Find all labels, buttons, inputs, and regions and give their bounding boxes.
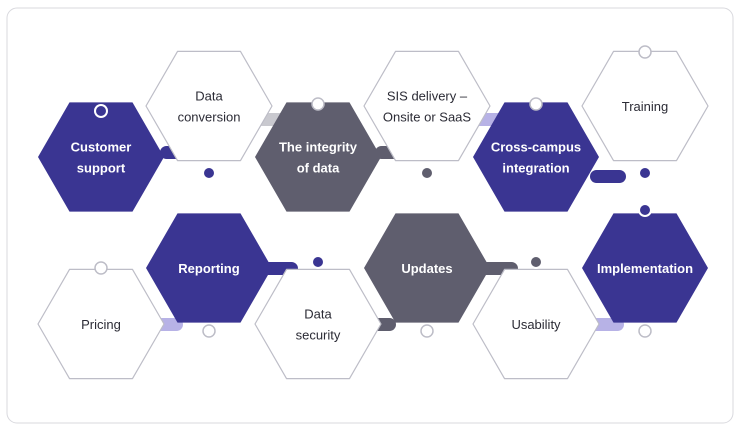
hexagon-shape <box>255 102 381 212</box>
hexagon-label: Updates <box>401 261 452 276</box>
hexagon-data-security: Data security <box>254 268 382 380</box>
hexagon-data-conversion: Data conversion <box>145 50 273 162</box>
hexagon-label: Pricing <box>81 317 121 332</box>
hexagon-label: integration <box>502 161 569 176</box>
hexagon-integrity-of-data: The integrity of data <box>255 102 381 212</box>
hexagon-label: of data <box>297 161 340 176</box>
hexagon-label: Data <box>195 89 223 104</box>
hexagon-label: Onsite or SaaS <box>383 110 471 125</box>
hexagon-shape <box>363 50 491 162</box>
hexagon-implementation: Implementation <box>582 213 708 323</box>
hexagon-shape <box>146 213 272 323</box>
hexagon-shape <box>581 50 709 162</box>
hexagon-shape <box>364 213 490 323</box>
connector-dot <box>96 106 106 116</box>
hexagon-label: Data <box>304 307 332 322</box>
connector-dot-hollow <box>94 261 108 275</box>
connector-dot <box>640 168 650 178</box>
hexagon-usability: Usability <box>472 268 600 380</box>
connector-dot-hollow <box>638 45 652 59</box>
hexagon-customer-support: Customer support <box>38 102 164 212</box>
connector-dot <box>531 257 541 267</box>
hexagon-pricing: Pricing <box>37 268 165 380</box>
connector-dot <box>422 168 432 178</box>
hexagon-label: conversion <box>178 110 241 125</box>
hexagon-reporting: Reporting <box>146 213 272 323</box>
hexagon-shape <box>582 213 708 323</box>
connector-dots <box>94 45 652 338</box>
hexagon-shape <box>38 102 164 212</box>
connector-dot-hollow <box>638 324 652 338</box>
hexagon-shape <box>145 50 273 162</box>
connector-dot-hollow <box>420 324 434 338</box>
connector-dot <box>313 257 323 267</box>
hexagon-label: support <box>77 161 126 176</box>
hexagon-label: The integrity <box>279 140 358 155</box>
hexagon-shape <box>254 268 382 380</box>
connector-dot <box>640 205 650 215</box>
connector-dot-hollow <box>311 97 325 111</box>
connector-dot-hollow <box>202 324 216 338</box>
connector-dot <box>204 168 214 178</box>
hexagon-label: Reporting <box>178 261 239 276</box>
hexagon-label: Implementation <box>597 261 693 276</box>
hexagon-shape <box>472 268 600 380</box>
hexagon-label: Training <box>622 99 668 114</box>
connector-dot-hollow <box>529 97 543 111</box>
hexagon-updates: Updates <box>364 213 490 323</box>
hexagon-label: Usability <box>511 317 561 332</box>
hexagon-shape <box>473 102 599 212</box>
connector-link <box>590 170 626 183</box>
hexagon-cross-campus-integration: Cross-campus integration <box>473 102 599 212</box>
hexagon-sis-delivery: SIS delivery – Onsite or SaaS <box>363 50 491 162</box>
hexagon-training: Training <box>581 50 709 162</box>
hexagon-shape <box>37 268 165 380</box>
hexagon-label: security <box>296 328 341 343</box>
hexagon-label: Cross-campus <box>491 140 581 155</box>
hexagon-label: Customer <box>71 140 132 155</box>
hexagon-label: SIS delivery – <box>387 89 468 104</box>
